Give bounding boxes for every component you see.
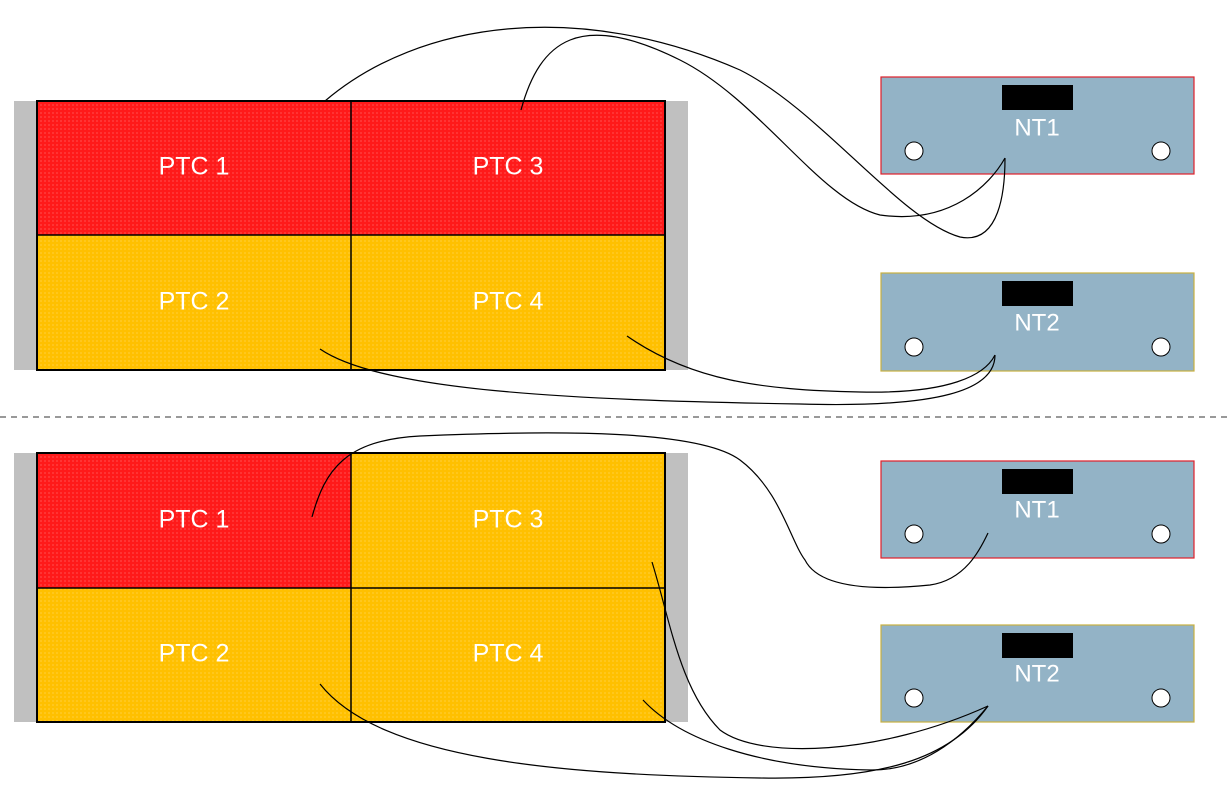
mounting-hole-icon	[904, 141, 924, 161]
bottom-panel: PTC 1 PTC 3 PTC 2 PTC 4 NT1	[14, 432, 1195, 779]
left-rail	[14, 101, 37, 370]
mounting-hole-icon	[904, 524, 924, 544]
right-rail	[665, 101, 688, 370]
nt-module: NT1	[880, 76, 1195, 175]
ptc-cell: PTC 3	[351, 101, 665, 235]
ptc-cell: PTC 2	[37, 588, 351, 722]
mounting-hole-icon	[1151, 337, 1171, 357]
wire	[651, 561, 989, 750]
mounting-hole-icon	[904, 688, 924, 708]
mounting-hole-icon	[904, 337, 924, 357]
sensor-chip	[1002, 281, 1073, 306]
wire	[311, 432, 989, 589]
wire	[324, 26, 1006, 239]
mounting-hole-icon	[1151, 688, 1171, 708]
top-panel: PTC 1 PTC 3 PTC 2 PTC 4 NT1	[14, 26, 1195, 406]
right-rail	[665, 453, 688, 722]
wire	[319, 348, 996, 406]
ptc-cell: PTC 3	[351, 453, 665, 588]
nt-module: NT2	[880, 272, 1195, 372]
ptc-label: PTC 3	[473, 506, 544, 534]
nt-module: NT2	[880, 624, 1195, 723]
ptc-cell: PTC 4	[351, 235, 665, 370]
sensor-chip	[1002, 469, 1073, 494]
left-rail	[14, 453, 37, 722]
ptc-label: PTC 2	[159, 640, 230, 668]
ptc-cell: PTC 4	[351, 588, 665, 722]
ptc-label: PTC 4	[473, 288, 544, 316]
wire	[520, 34, 1006, 218]
ptc-label: PTC 1	[159, 506, 230, 534]
ptc-cell: PTC 1	[37, 101, 351, 235]
ptc-cell: PTC 2	[37, 235, 351, 370]
ptc-label: PTC 3	[473, 153, 544, 181]
ptc-label: PTC 2	[159, 288, 230, 316]
sensor-chip	[1002, 633, 1073, 658]
ptc-cell: PTC 1	[37, 453, 351, 588]
wire	[626, 335, 996, 393]
ptc-label: PTC 4	[473, 640, 544, 668]
nt-module: NT1	[880, 460, 1195, 559]
sensor-chip	[1002, 85, 1073, 110]
module-label: NT1	[1014, 496, 1059, 523]
mounting-hole-icon	[1151, 524, 1171, 544]
ptc-label: PTC 1	[159, 153, 230, 181]
wire	[319, 683, 989, 779]
module-label: NT2	[1014, 309, 1059, 336]
mounting-hole-icon	[1151, 141, 1171, 161]
module-label: NT1	[1014, 114, 1059, 141]
module-label: NT2	[1014, 660, 1059, 687]
